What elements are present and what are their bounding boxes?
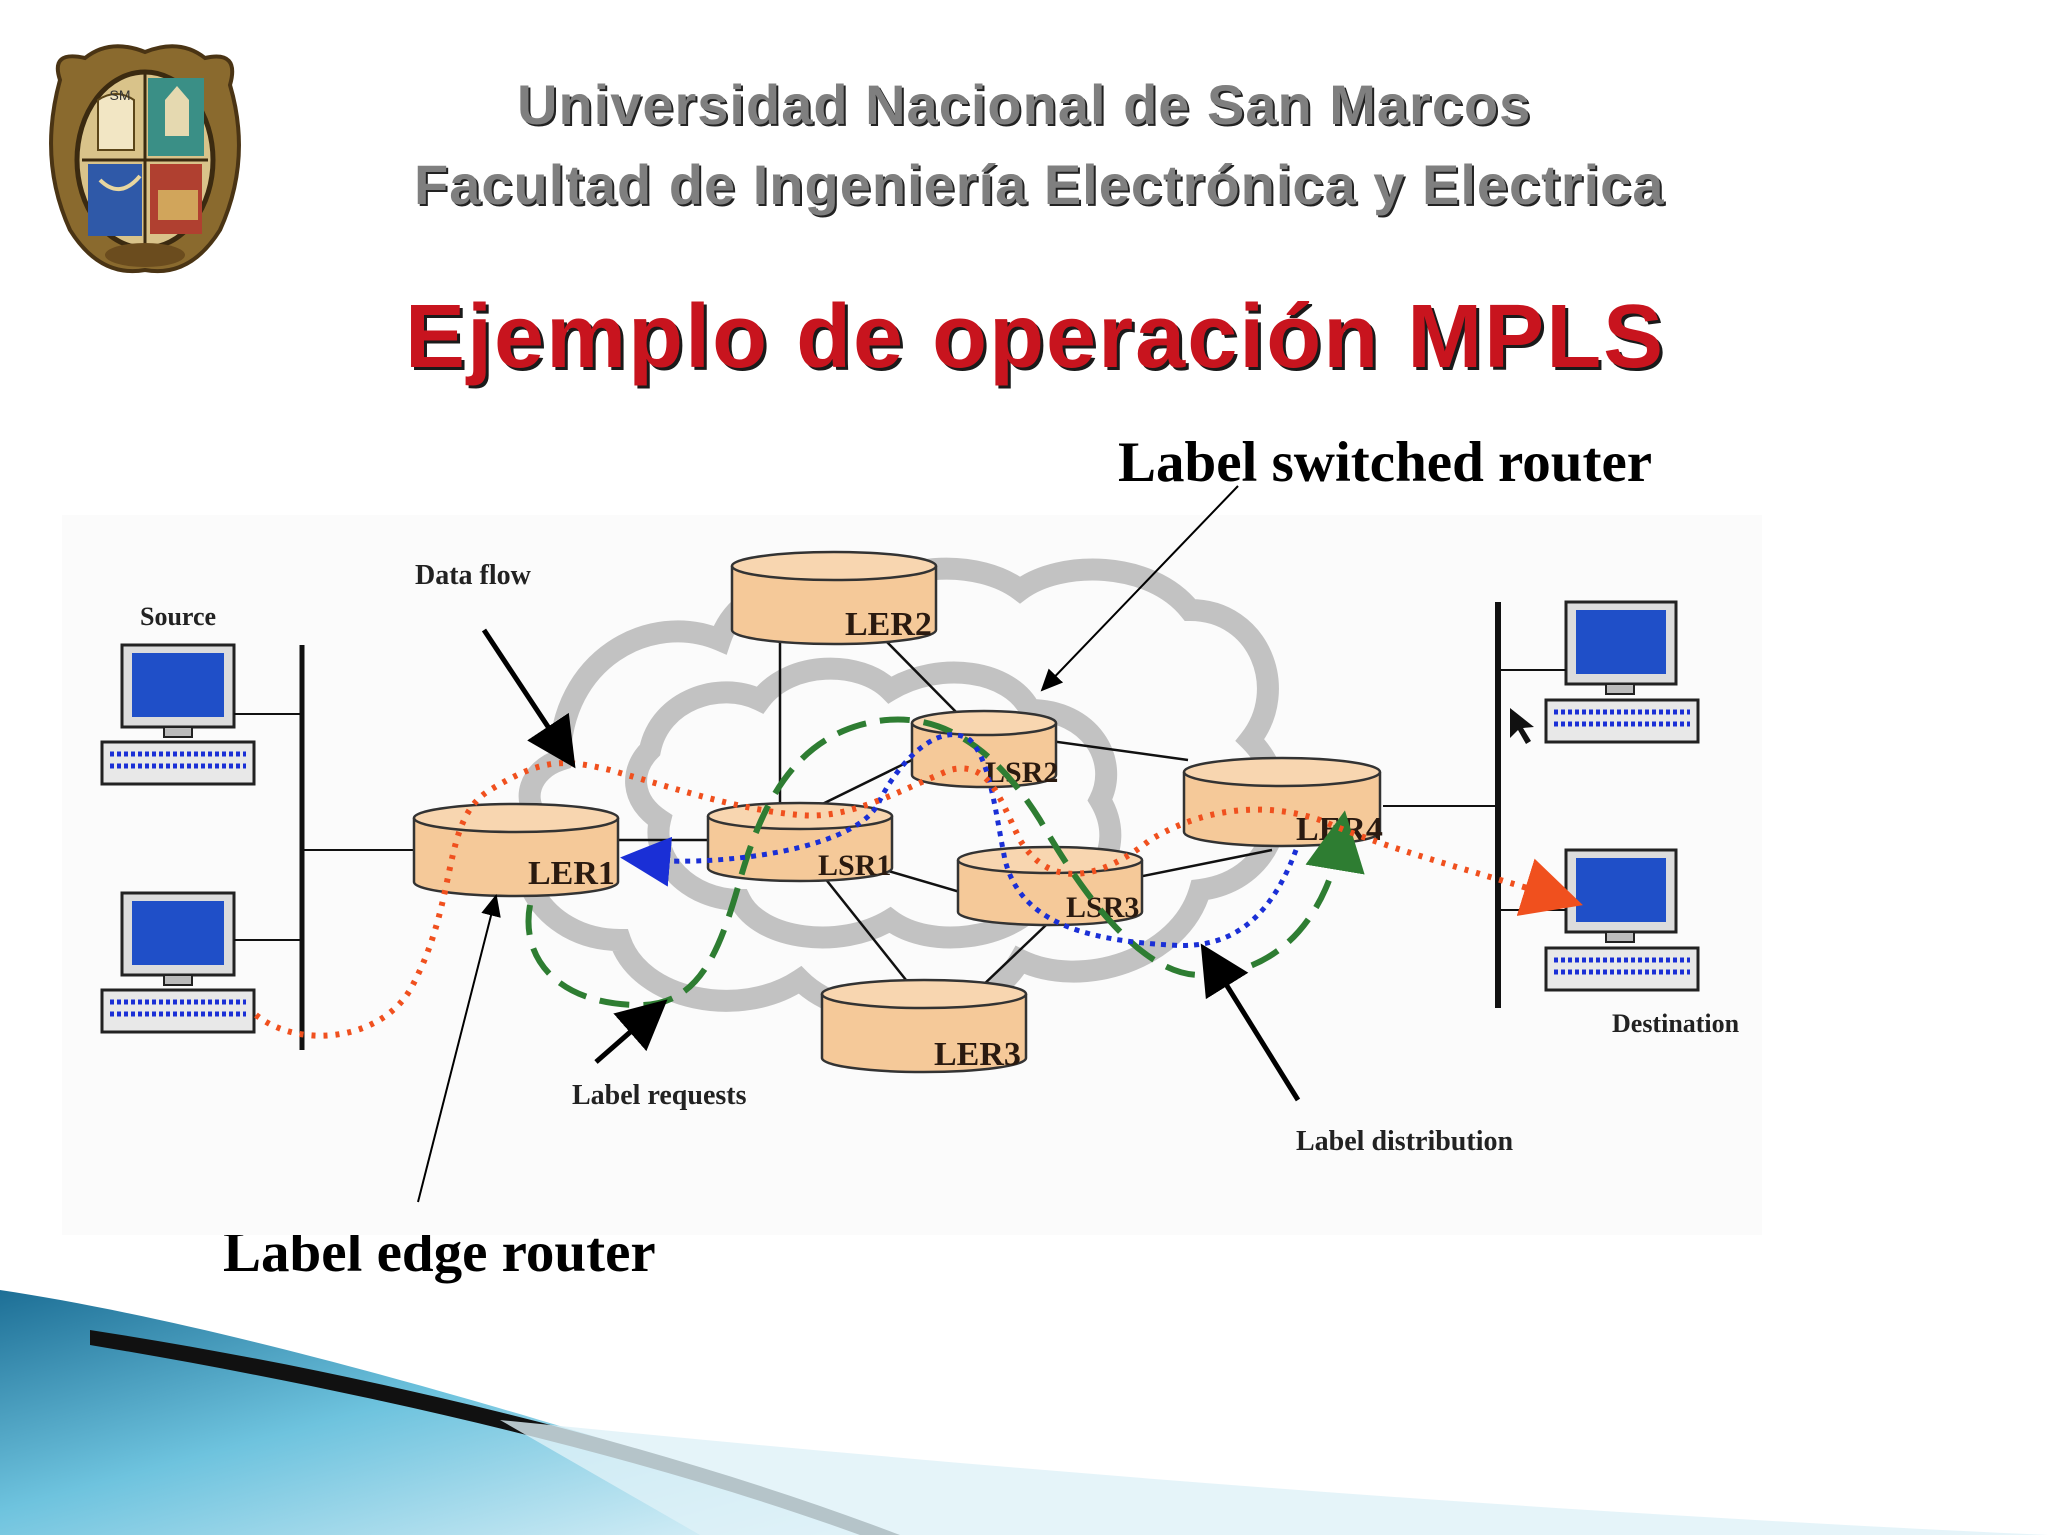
router-label-lsr3: LSR3 xyxy=(1066,891,1139,924)
university-name: Universidad Nacional de San Marcos xyxy=(517,73,1532,136)
faculty-name: Facultad de Ingeniería Electrónica y Ele… xyxy=(414,153,1665,216)
label-distribution-arrow xyxy=(1200,943,1301,1102)
source-computer-1 xyxy=(100,643,256,786)
data-flow-path xyxy=(254,760,1583,1039)
router-label-ler1: LER1 xyxy=(528,855,615,892)
router-label-lsr2: LSR2 xyxy=(985,756,1058,789)
router-ler3: LER3 xyxy=(820,978,1028,1074)
label-requests-label: Label requests xyxy=(572,1080,747,1111)
router-label-ler2: LER2 xyxy=(845,606,932,643)
router-ler2: LER2 xyxy=(730,550,938,646)
data-flow-arrow xyxy=(481,628,576,769)
destination-computer-2 xyxy=(1544,848,1700,992)
router-lsr3: LSR3 xyxy=(956,845,1144,927)
data-flow-label: Data flow xyxy=(415,560,532,591)
router-lsr1: LSR1 xyxy=(706,801,894,883)
source-computer-2 xyxy=(100,891,256,1034)
university-crest-logo: SM xyxy=(49,44,241,274)
mouse-cursor-icon xyxy=(1510,708,1534,744)
lsr-callout-arrow xyxy=(1040,485,1239,692)
label-requests-arrow xyxy=(594,999,668,1064)
slide-title: Ejemplo de operación MPLS xyxy=(405,287,1666,387)
router-label-ler3: LER3 xyxy=(934,1036,1021,1073)
crest-monogram: SM xyxy=(110,87,131,103)
destination-computer-1 xyxy=(1544,600,1700,744)
destination-label: Destination xyxy=(1612,1009,1740,1038)
label-distribution-label: Label distribution xyxy=(1296,1126,1513,1157)
source-label: Source xyxy=(140,602,216,631)
ler-callout-arrow xyxy=(417,894,501,1203)
label-distribution-path xyxy=(620,732,1299,949)
label-switched-router-callout: Label switched router xyxy=(1118,431,1653,494)
router-label-lsr1: LSR1 xyxy=(818,849,891,882)
